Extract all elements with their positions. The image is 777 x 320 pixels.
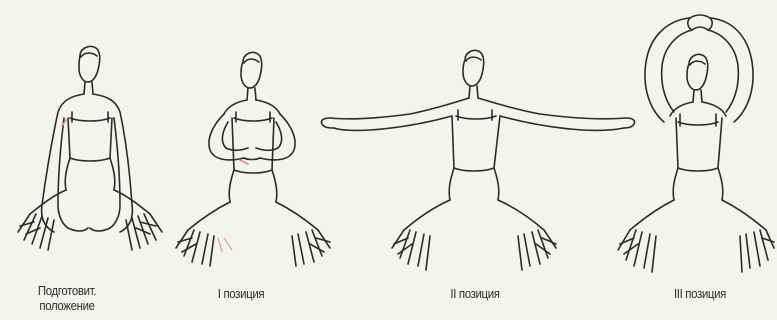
dancer-figure-first-position <box>176 52 330 266</box>
caption-preparatory-position: Подготовит. положение <box>15 283 119 313</box>
caption-first-position: I позиция <box>193 286 290 301</box>
dancer-figure-third-position <box>618 15 774 272</box>
caption-third-position: III позиция <box>647 286 753 301</box>
caption-second-position: II позиция <box>427 286 524 301</box>
dancer-figure-second-position <box>321 50 634 270</box>
dancer-figure-preparatory <box>18 46 162 250</box>
